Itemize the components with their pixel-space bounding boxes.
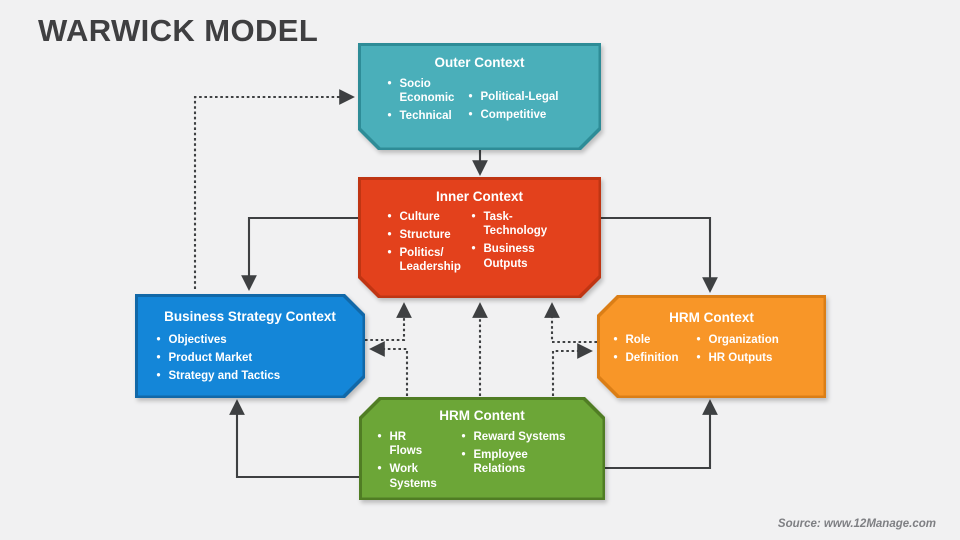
bullet-item: HR Flows — [377, 430, 441, 459]
bullet-item: Objectives — [156, 333, 351, 348]
inner-context-title: Inner Context — [435, 188, 523, 204]
arrow-dashed-hrm-content-to-hrm-context — [551, 343, 593, 396]
bullet-item: Technical — [387, 109, 451, 124]
hrm-context-title: HRM Context — [669, 309, 754, 325]
bullet-item: Structure — [387, 228, 463, 243]
bullet-item: Definition — [613, 351, 683, 366]
bullet-item: HR Outputs — [696, 351, 804, 366]
inner-context-bullets-right: Task-TechnologyBusiness Outputs — [471, 210, 547, 279]
hrm-content-bullets-right: Reward SystemsEmployee Relations — [461, 430, 573, 495]
hrm-content-box: HRM Content HR FlowsWork Systems Reward … — [359, 397, 605, 500]
bullet-item: Politics/ Leadership — [387, 246, 463, 275]
arrow-hrm-content-to-business — [229, 399, 359, 479]
bullet-item: Business Outputs — [471, 242, 547, 271]
arrow-inner-to-hrm-context — [601, 216, 718, 293]
bullet-item: Strategy and Tactics — [156, 369, 351, 384]
bullet-item: Work Systems — [377, 462, 441, 491]
hrm-context-box: HRM Context RoleDefinition OrganizationH… — [597, 295, 826, 398]
inner-context-box: Inner Context CultureStructurePolitics/ … — [358, 177, 601, 298]
arrow-dashed-business-to-outer — [193, 89, 355, 289]
bullet-item: Product Market — [156, 351, 351, 366]
bullet-item: Task-Technology — [471, 210, 547, 239]
slide-title: WARWICK MODEL — [38, 13, 319, 48]
bullet-item: Socio Economic — [387, 77, 451, 106]
outer-context-bullets-right: Political-LegalCompetitive — [468, 90, 578, 128]
business-strategy-context-title: Business Strategy Context — [164, 308, 336, 324]
outer-context-box: Outer Context Socio EconomicTechnical Po… — [358, 43, 601, 150]
arrow-dashed-hrm-context-to-inner — [544, 302, 597, 344]
arrow-inner-to-business — [241, 216, 358, 291]
hrm-content-bullets-left: HR FlowsWork Systems — [377, 430, 441, 495]
bullet-item: Competitive — [468, 108, 578, 123]
hrm-context-bullets-left: RoleDefinition — [613, 333, 683, 369]
arrow-dashed-hrm-content-to-business — [369, 341, 409, 396]
source-credit: Source: www.12Manage.com — [777, 518, 936, 530]
arrow-dashed-business-to-inner — [365, 302, 412, 342]
business-strategy-context-box: Business Strategy Context ObjectivesProd… — [135, 294, 365, 398]
bullet-item: Organization — [696, 333, 804, 348]
bullet-item: Political-Legal — [468, 90, 578, 105]
hrm-context-bullets-right: Organization HR Outputs — [696, 333, 804, 369]
bullet-item: Culture — [387, 210, 463, 225]
outer-context-title: Outer Context — [434, 54, 525, 70]
bullet-item: Reward Systems — [461, 430, 573, 445]
outer-context-bullets-left: Socio EconomicTechnical — [387, 77, 451, 128]
inner-context-bullets-left: CultureStructurePolitics/ Leadership — [387, 210, 463, 279]
bullet-item: Employee Relations — [461, 448, 573, 477]
arrow-hrm-content-to-hrm-context — [605, 399, 718, 470]
bullet-item: Role — [613, 333, 683, 348]
hrm-content-title: HRM Content — [439, 407, 525, 423]
business-strategy-context-bullets: ObjectivesProduct MarketStrategy and Tac… — [156, 333, 351, 387]
